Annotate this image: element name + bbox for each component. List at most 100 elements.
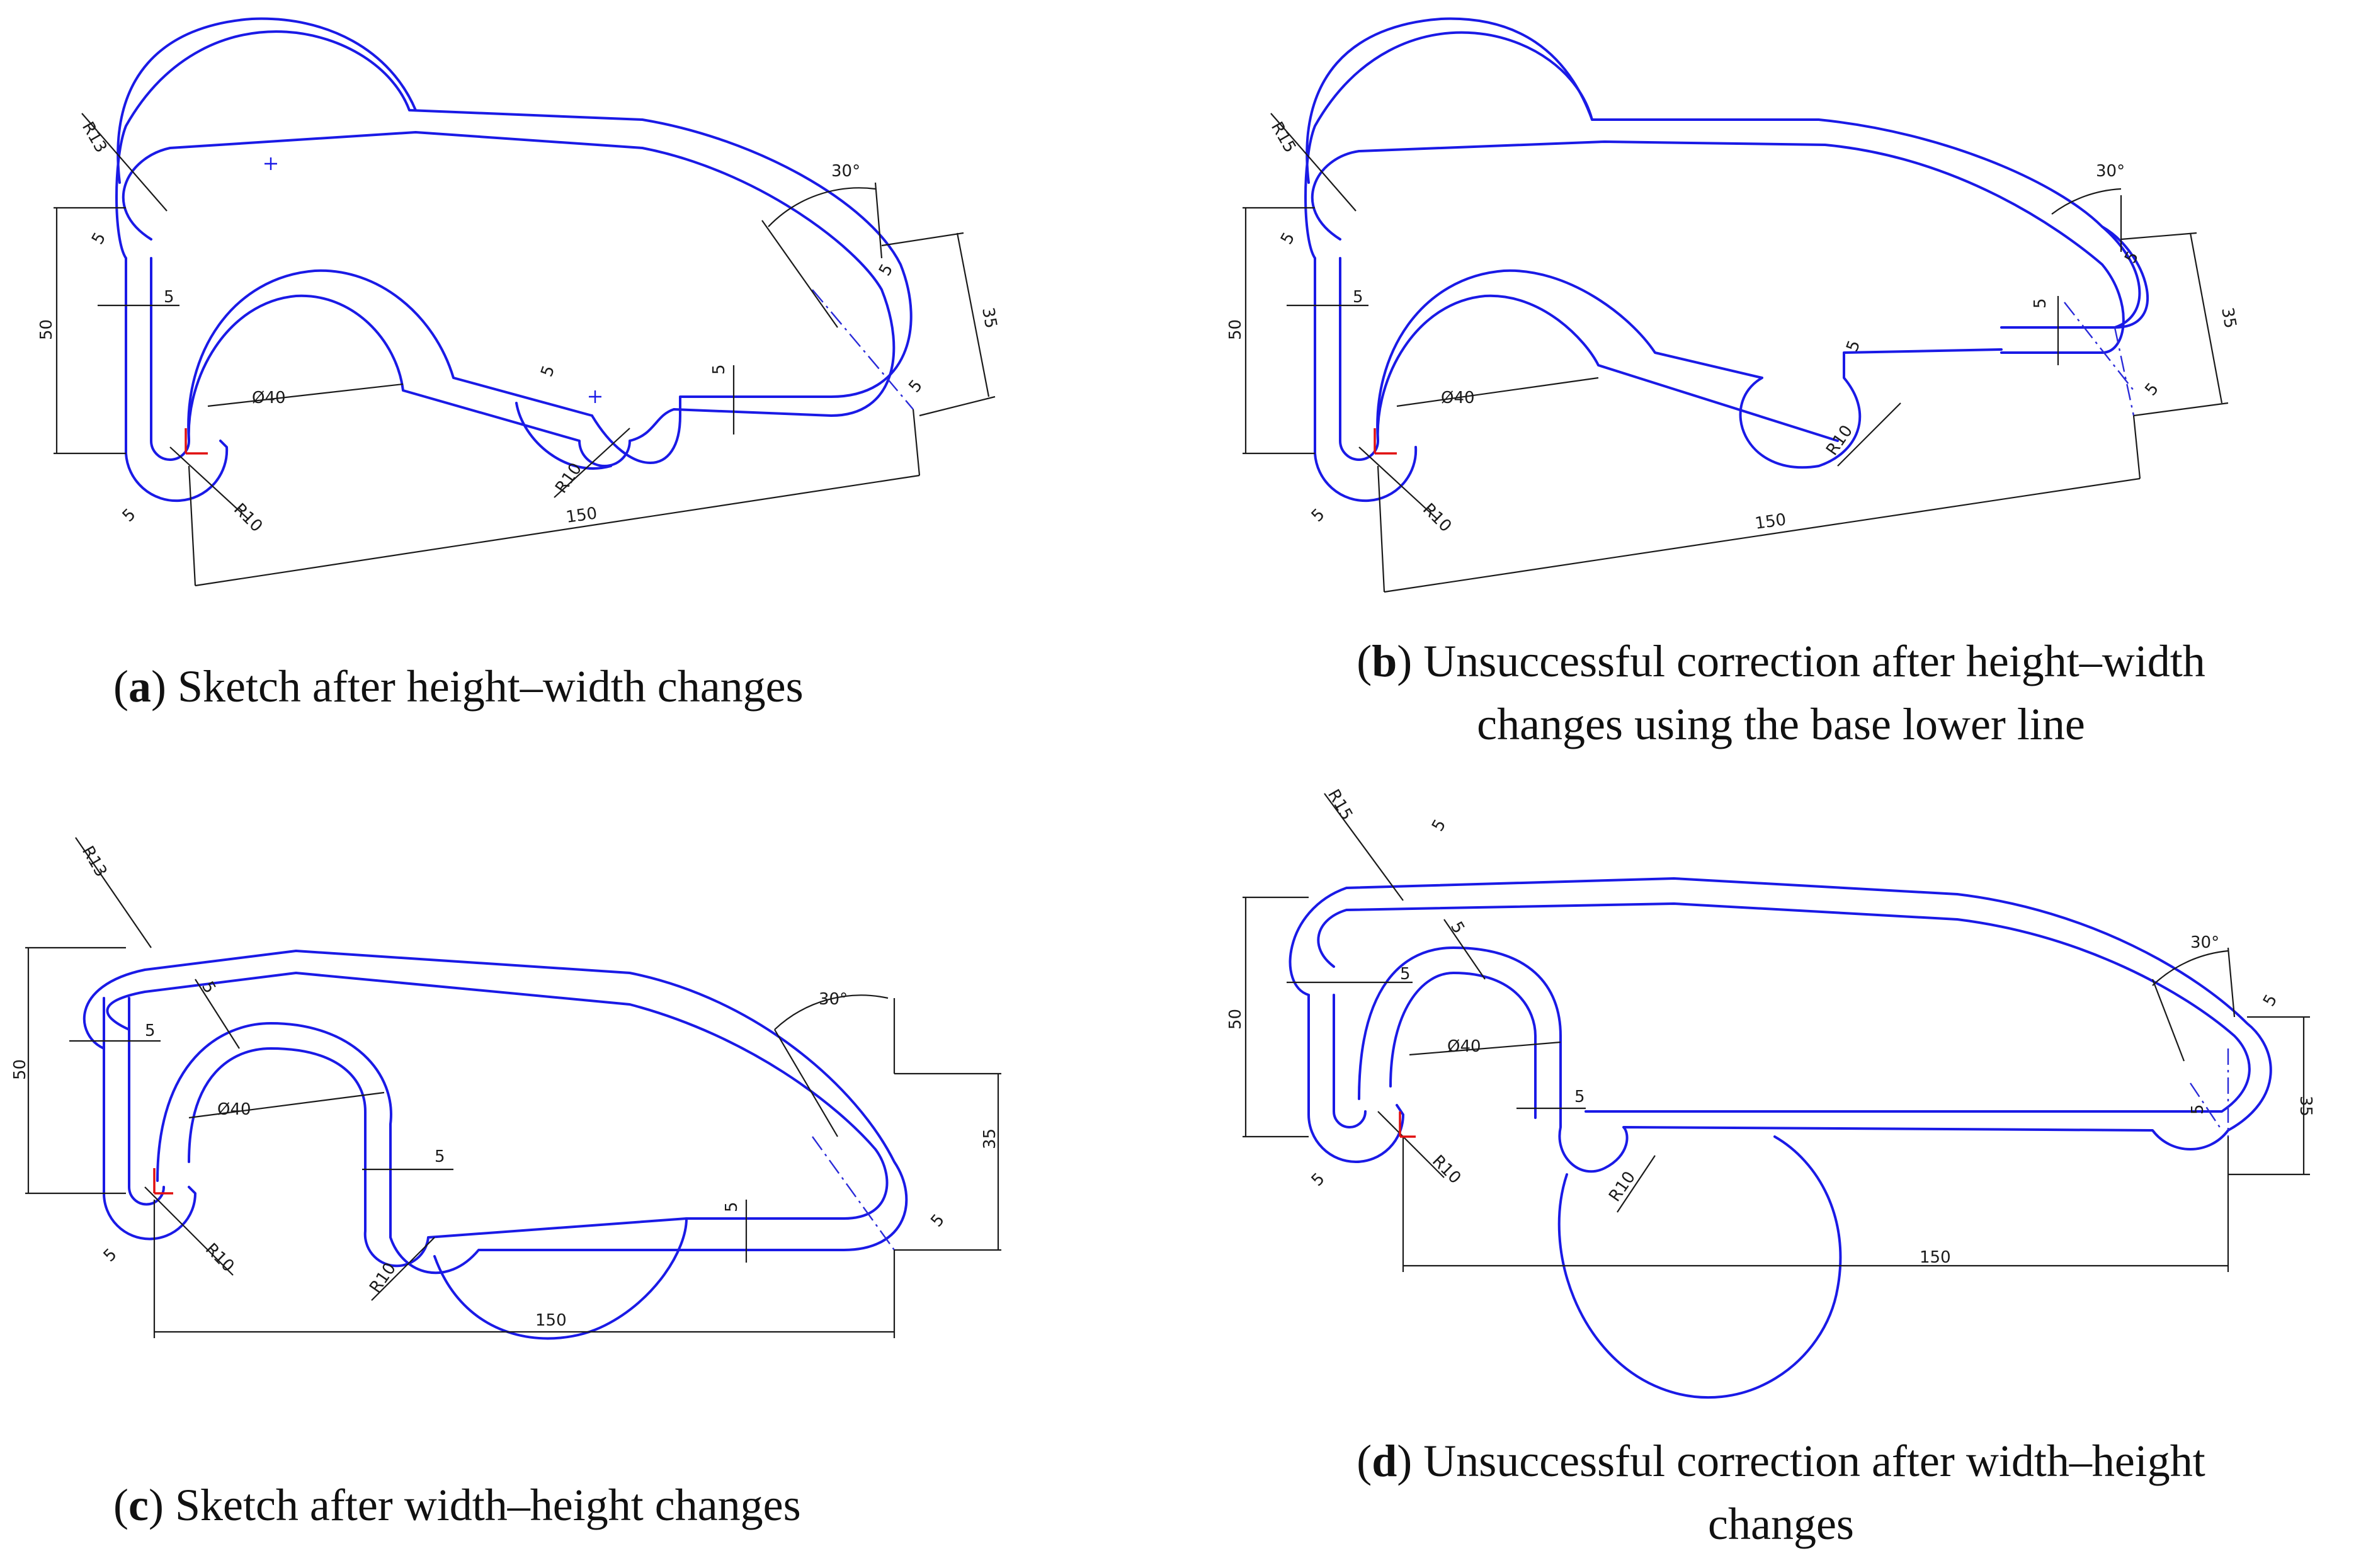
outer-profile	[1289, 877, 2272, 1173]
mid-arc	[515, 402, 612, 470]
leader-rmid	[554, 428, 630, 498]
panel-a: 50 150 35 30° R13 Ø40 5 5 5 R10	[0, 0, 1189, 784]
dim-wall-left2: 5	[88, 229, 110, 247]
dim-width-label: 150	[1754, 510, 1787, 533]
caption-text: Sketch after height–width changes	[177, 661, 804, 712]
dim-rtop: R15	[1324, 787, 1357, 824]
dim-rmid: R10	[1823, 422, 1857, 459]
dim-angle: 30°	[774, 990, 896, 1137]
outer-profile	[1304, 31, 2149, 503]
dim-diameter: Ø40	[217, 1100, 251, 1119]
dim-wall-bl: 5	[1308, 505, 1329, 526]
dim-width-label: 150	[1920, 1248, 1951, 1267]
dim-wall-left: 5	[164, 288, 174, 307]
dim-angle-label: 30°	[819, 990, 848, 1009]
dim-wall-mid: 5	[2031, 298, 2050, 309]
dim-height-right-label: 35	[2296, 1096, 2315, 1116]
dim-width-label: 150	[565, 504, 598, 527]
leader-rbl	[144, 1186, 234, 1276]
leader-rmid	[1837, 402, 1901, 467]
dim-height-right: 35	[894, 1072, 1001, 1251]
large-circle	[1557, 1135, 1842, 1399]
outer-profile	[82, 950, 908, 1275]
dim-angle-label: 30°	[2190, 933, 2219, 952]
caption-letter: d	[1372, 1436, 1397, 1486]
leader-rmid	[1617, 1155, 1656, 1213]
dim-angle: 30°	[2151, 933, 2236, 1062]
dim-width: 150	[1402, 1137, 2229, 1272]
dim-height-right-label: 35	[978, 306, 1000, 330]
dim-wall-bl: 5	[1308, 1169, 1329, 1190]
caption-line1: Unsuccessful correction after width–heig…	[1423, 1436, 2205, 1486]
dim-rbl: R10	[1428, 1152, 1464, 1188]
leader-rbl	[169, 446, 249, 520]
dim-diameter: Ø40	[1447, 1037, 1481, 1056]
dim-wall-tl: 5	[1428, 816, 1450, 834]
dim-angle: 30°	[2051, 162, 2125, 252]
panel-b: 50 150 35 30° R15 Ø40 5 5 5 R10 R10	[1189, 0, 2378, 784]
dim-wall-bl: 5	[119, 505, 140, 526]
dim-width: 150	[153, 1200, 896, 1338]
dim-height-label: 50	[11, 1059, 30, 1080]
dim-wall-br: 5	[905, 377, 926, 397]
dim-height-label: 50	[37, 319, 56, 340]
caption-letter: c	[128, 1480, 149, 1530]
dim-wall-br: 5	[2141, 380, 2163, 400]
dim-height-right: 35	[2120, 232, 2239, 417]
leader-rtop	[81, 113, 168, 212]
caption-line1: Unsuccessful correction after height–wid…	[1423, 636, 2205, 686]
dim-height-right-label: 35	[981, 1128, 999, 1149]
caption-text: Sketch after width–height changes	[174, 1480, 801, 1530]
dim-height-label: 50	[1226, 1009, 1245, 1030]
dim-angle-label: 30°	[831, 162, 860, 181]
dim-height: 50	[11, 946, 126, 1195]
leader-rbl	[1377, 1111, 1445, 1178]
sketch-b: 50 150 35 30° R15 Ø40 5 5 5 R10 R10	[1226, 17, 2239, 593]
leader-wall-top	[195, 979, 240, 1049]
dim-height-right: 35	[881, 232, 1000, 417]
bottom-arc	[433, 1217, 688, 1340]
dim-height: 50	[1226, 207, 1315, 455]
centerline	[2113, 327, 2135, 416]
caption-c: (c) Sketch after width–height changes	[113, 1480, 801, 1530]
caption-d: (d) Unsuccessful correction after width–…	[1357, 1436, 2205, 1549]
dim-width-label: 150	[535, 1311, 567, 1330]
inner-profile	[1311, 140, 2125, 461]
dim-rmid: R10	[552, 460, 586, 497]
dim-wall-mid: 5	[710, 364, 729, 375]
centerline	[812, 289, 914, 410]
dim-wall-left: 5	[145, 1021, 156, 1040]
dim-angle: 30°	[761, 162, 883, 328]
dim-angle-label: 30°	[2096, 162, 2125, 181]
panel-c: 50 150 35 30° R13 Ø40 5 5 5 5	[0, 784, 1189, 1568]
leader-diameter	[207, 383, 404, 407]
leader-rtop	[1270, 113, 1357, 212]
caption-line2: changes using the base lower line	[1477, 699, 2085, 749]
dim-wall-right: 5	[2188, 1104, 2207, 1115]
dim-width: 150	[188, 409, 921, 587]
leader-wall-top	[1443, 919, 1486, 980]
centerline	[2190, 1082, 2222, 1131]
dim-rtop: R15	[1267, 119, 1300, 156]
dim-wall-br: 5	[927, 1211, 948, 1231]
centerline	[812, 1136, 895, 1251]
outer-profile	[115, 30, 913, 503]
dim-height: 50	[1226, 896, 1309, 1138]
sketch-a: 50 150 35 30° R13 Ø40 5 5 5 R10	[37, 17, 1000, 587]
dim-wall-left2: 5	[1277, 229, 1299, 247]
top-arc	[117, 17, 417, 184]
leader-rmid	[371, 1237, 435, 1301]
top-arc	[1306, 17, 1593, 184]
dim-wall-right: 5	[722, 1202, 741, 1212]
panel-d: 50 150 35 30° R15 5 Ø40 5 5 5 5	[1189, 784, 2378, 1568]
dim-wall-tr: 5	[2260, 991, 2281, 1009]
dim-wall-tr: 5	[875, 261, 897, 279]
inner-profile	[1317, 902, 2251, 1128]
dim-height-label: 50	[1226, 319, 1245, 340]
dim-height-right: 35	[2228, 1016, 2315, 1176]
caption-b: (b) Unsuccessful correction after height…	[1357, 636, 2205, 749]
dim-wall-mid: 5	[1574, 1088, 1585, 1106]
sketch-c: 50 150 35 30° R13 Ø40 5 5 5 5	[11, 837, 1001, 1340]
dim-wall-right: 5	[537, 363, 559, 380]
leader-diameter	[188, 1091, 385, 1119]
